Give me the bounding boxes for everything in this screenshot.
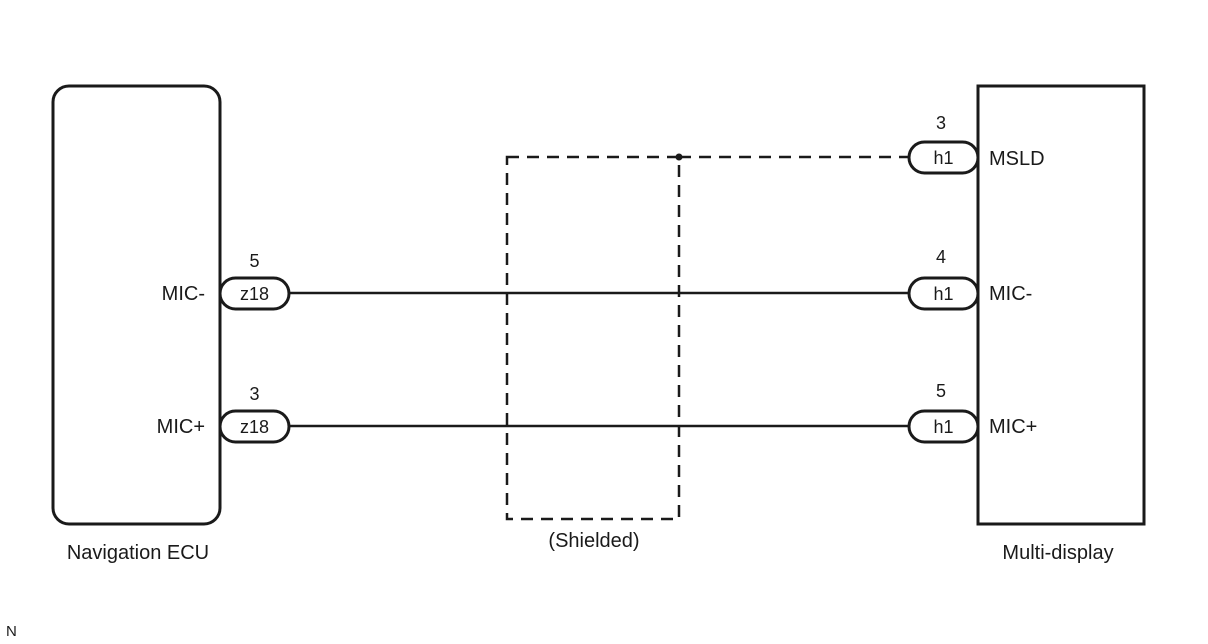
- left-connector-mic-minus: z18 5 MIC-: [162, 251, 291, 311]
- navigation-ecu-block: [51, 84, 222, 526]
- connector-code: h1: [933, 417, 953, 437]
- pin-number: 5: [936, 381, 946, 401]
- pin-number: 4: [936, 247, 946, 267]
- pin-number: 5: [249, 251, 259, 271]
- signal-name: MIC-: [989, 283, 1032, 305]
- connector-code: h1: [933, 284, 953, 304]
- navigation-ecu-label: Navigation ECU: [67, 542, 209, 564]
- right-connector-mic-minus: h1 4 MIC-: [907, 247, 1032, 311]
- connector-code: h1: [933, 148, 953, 168]
- right-connector-mic-plus: h1 5 MIC+: [907, 381, 1037, 444]
- multi-display-block: [976, 84, 1146, 526]
- shield-label: (Shielded): [548, 530, 639, 552]
- signal-name: MIC-: [162, 283, 205, 305]
- shield-junction: [675, 153, 683, 161]
- corner-mark: N: [6, 623, 17, 640]
- right-connector-msld: h1 3 MSLD: [907, 113, 1045, 175]
- multi-display-label: Multi-display: [1002, 542, 1113, 564]
- left-connector-mic-plus: z18 3 MIC+: [157, 384, 291, 444]
- signal-name: MSLD: [989, 148, 1045, 170]
- signal-name: MIC+: [157, 416, 205, 438]
- pin-number: 3: [249, 384, 259, 404]
- connector-code: z18: [240, 284, 269, 304]
- connector-code: z18: [240, 417, 269, 437]
- pin-number: 3: [936, 113, 946, 133]
- shield-outline: [505, 155, 681, 521]
- signal-name: MIC+: [989, 416, 1037, 438]
